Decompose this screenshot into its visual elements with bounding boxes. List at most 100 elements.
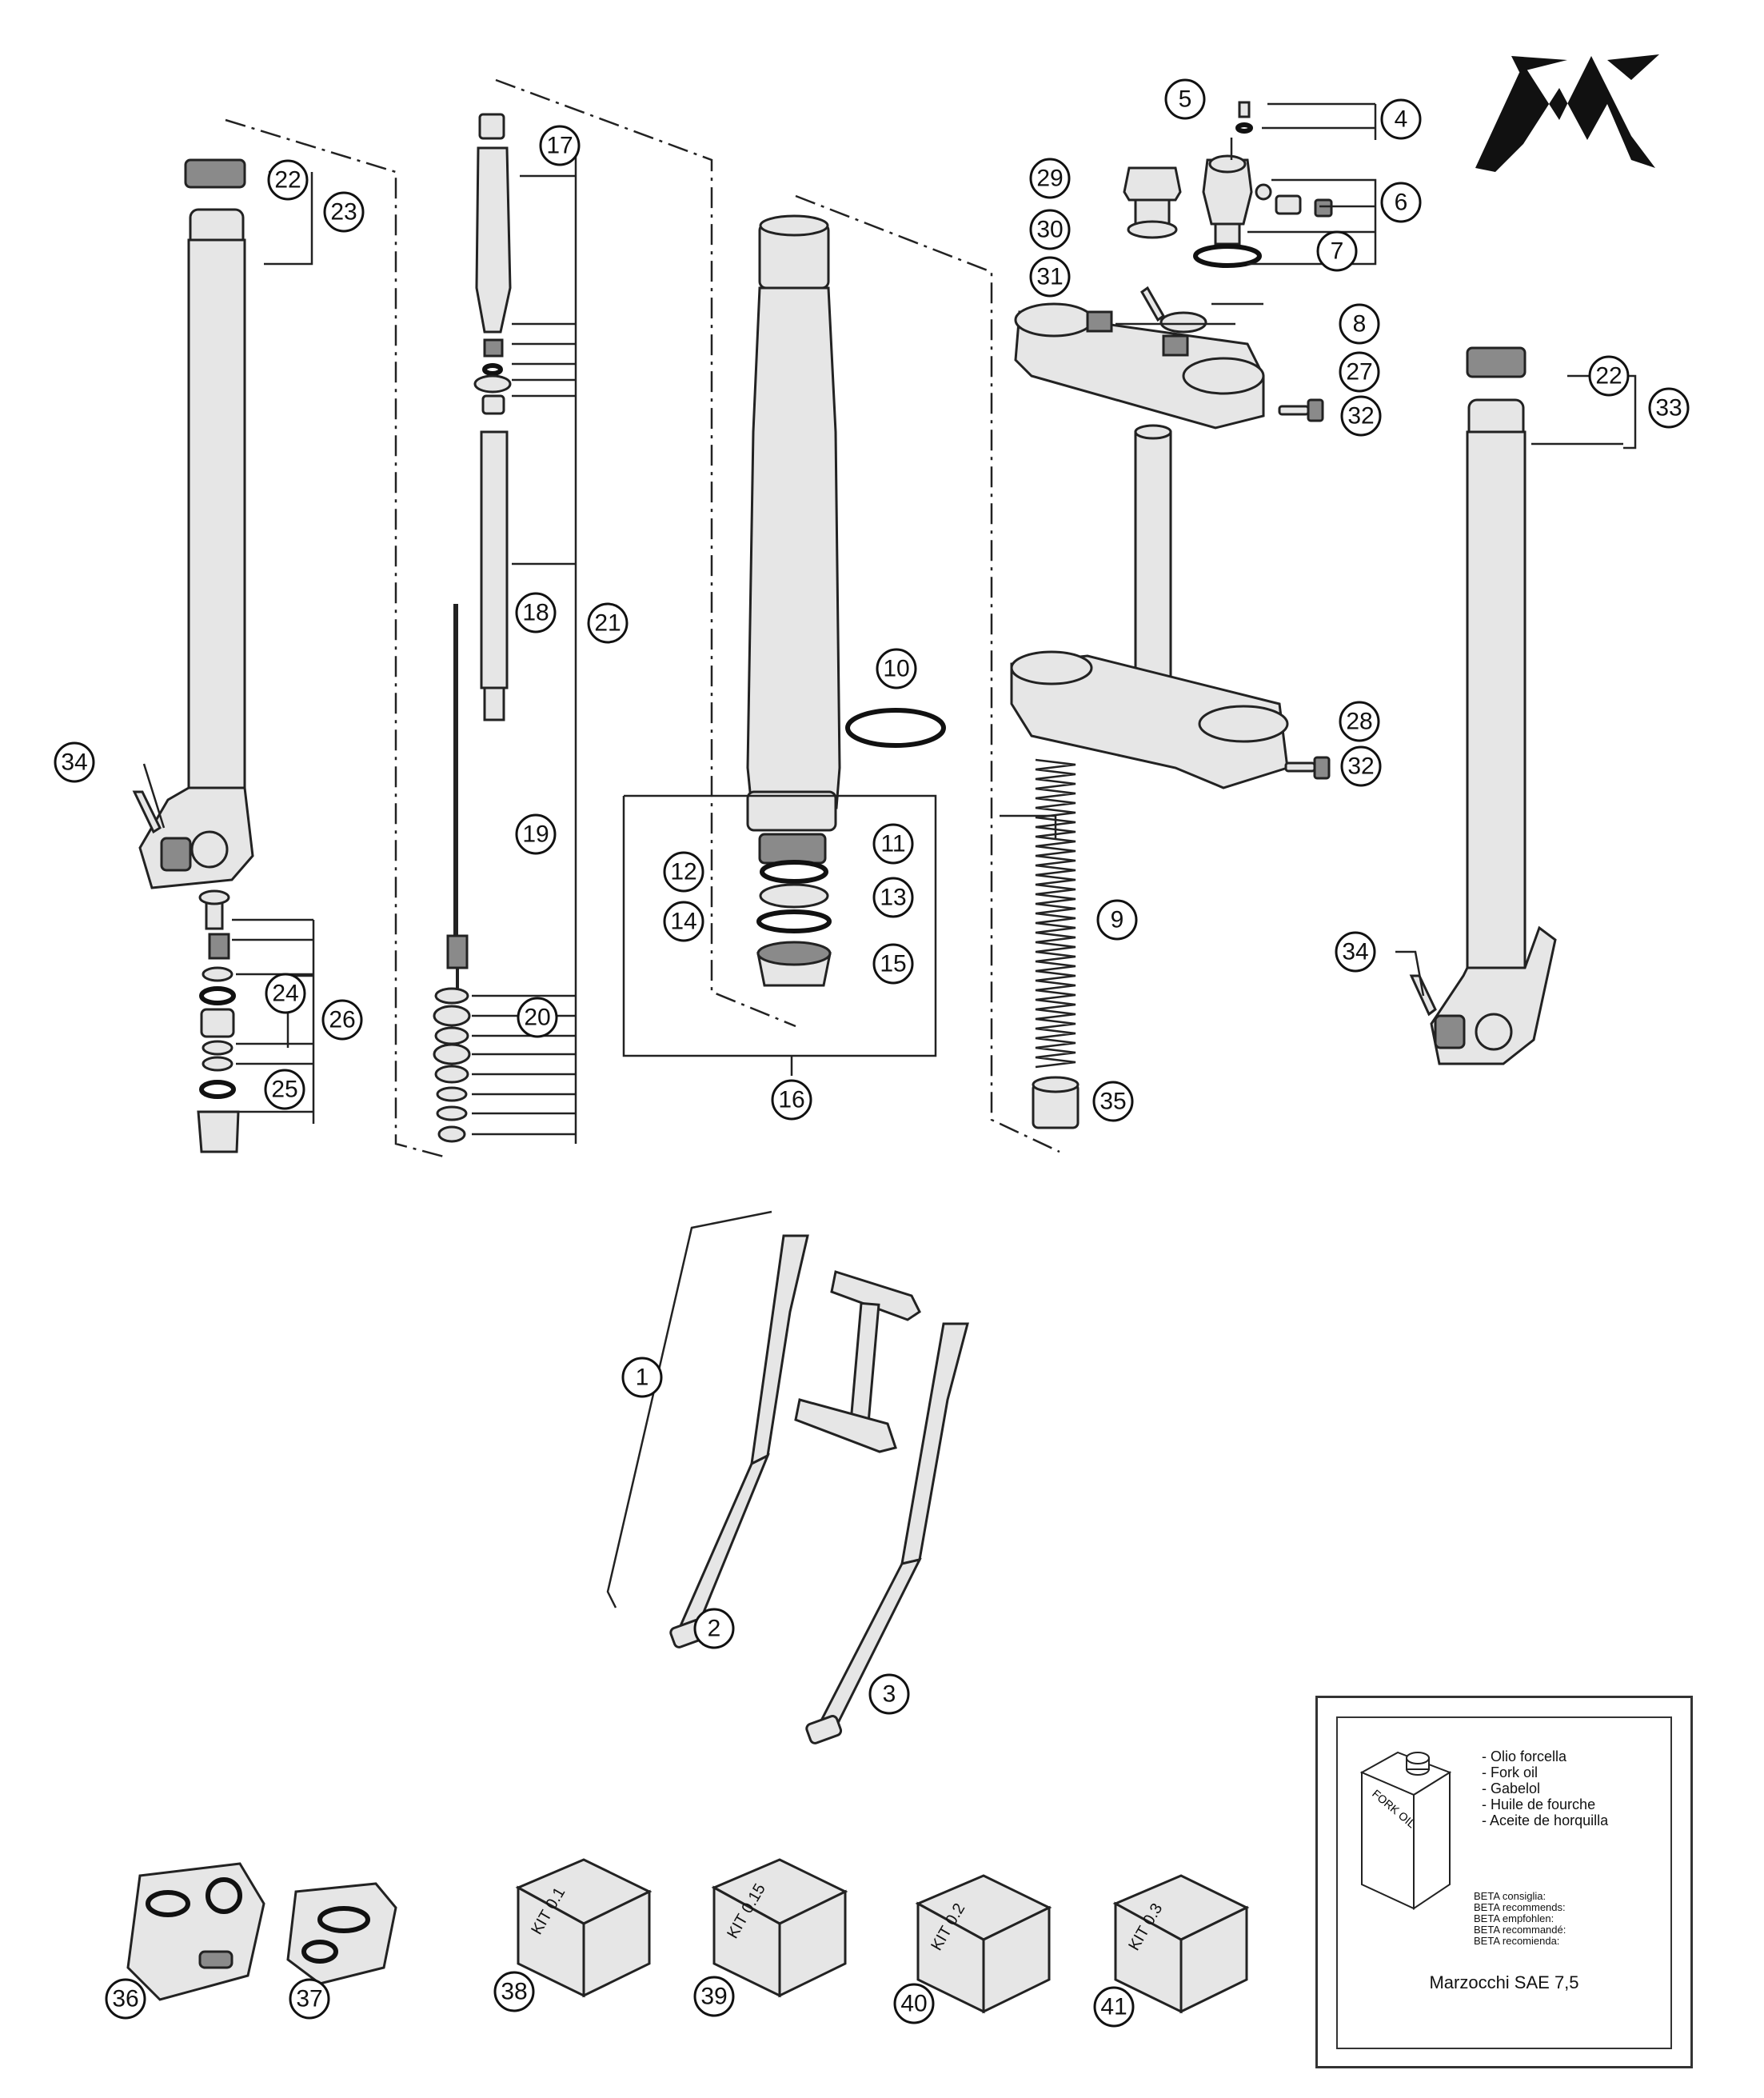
oil-recommendation: BETA recommandé: [1474,1924,1566,1936]
svg-text:28: 28 [1346,709,1372,735]
callout-12: 12 [663,851,704,893]
leader-lines [142,102,1637,1144]
callout-32: 32 [1340,395,1382,437]
callout-22: 22 [1588,355,1630,397]
oil-item: - Fork oil [1482,1764,1539,1780]
kit-boxes: KIT 0.1 KIT 0.15 KIT 0.2 KIT 0.3 [515,1858,1250,2014]
svg-text:23: 23 [330,199,357,226]
svg-text:36: 36 [112,1986,138,2012]
callout-3: 3 [868,1673,910,1715]
svg-text:27: 27 [1346,359,1372,386]
callout-21: 21 [587,602,629,644]
callout-32: 32 [1340,745,1382,787]
svg-text:4: 4 [1395,106,1408,133]
oil-recommendation: BETA recomienda: [1474,1935,1560,1947]
callout-labels: 1234567891011121314151617181920212223242… [54,78,1690,2028]
svg-text:26: 26 [329,1007,355,1033]
oil-can-icon: FORK OIL [1359,1751,1452,1910]
callout-7: 7 [1316,230,1358,272]
fork-oil-box: FORK OIL - Olio forcella - Fork oil - Ga… [1315,1696,1693,2068]
svg-text:41: 41 [1100,1994,1127,2020]
svg-text:11: 11 [880,831,905,857]
kit-box-41: KIT 0.3 [1112,1874,1250,2014]
callout-4: 4 [1380,98,1422,140]
callout-1: 1 [621,1357,663,1398]
svg-text:13: 13 [880,885,906,911]
callout-14: 14 [663,901,704,942]
svg-text:15: 15 [880,951,906,977]
callout-2: 2 [693,1608,735,1649]
kit-box-38: KIT 0.1 [515,1858,653,1998]
svg-text:32: 32 [1347,753,1374,780]
oil-item: - Gabelol [1482,1780,1541,1796]
fork-oil-inner-frame: FORK OIL - Olio forcella - Fork oil - Ga… [1336,1716,1672,2049]
callout-29: 29 [1029,158,1071,199]
callout-40: 40 [893,1983,935,2024]
svg-text:18: 18 [522,600,549,626]
svg-text:31: 31 [1036,264,1063,290]
callout-5: 5 [1164,78,1206,120]
complete-fork-view [606,1210,969,1744]
svg-text:32: 32 [1347,403,1374,430]
svg-text:10: 10 [883,656,909,682]
callout-10: 10 [876,648,917,689]
callout-30: 30 [1029,209,1071,250]
svg-text:9: 9 [1111,907,1124,933]
svg-text:22: 22 [1595,363,1622,390]
marzocchi-logo [1475,54,1659,172]
svg-text:25: 25 [271,1077,297,1103]
svg-text:6: 6 [1395,190,1408,216]
callout-26: 26 [321,999,363,1041]
svg-text:14: 14 [670,909,696,935]
callout-34: 34 [54,741,95,783]
seal-kits [126,1862,397,2001]
svg-text:38: 38 [501,1979,527,2005]
callout-28: 28 [1339,701,1380,742]
callout-36: 36 [105,1978,146,2020]
svg-text:34: 34 [1342,939,1368,965]
oil-spec: Marzocchi SAE 7,5 [1429,1972,1579,1992]
svg-text:30: 30 [1036,217,1063,243]
callout-41: 41 [1093,1986,1135,2028]
callout-24: 24 [265,973,306,1014]
cartridge-assembly [433,113,512,1143]
svg-text:39: 39 [700,1984,727,2010]
callout-34: 34 [1335,931,1376,973]
svg-text:33: 33 [1655,395,1682,422]
callout-35: 35 [1092,1081,1134,1122]
svg-text:22: 22 [274,167,301,194]
svg-text:17: 17 [546,133,573,159]
callout-37: 37 [289,1978,330,2020]
svg-text:34: 34 [61,749,87,776]
callout-23: 23 [323,191,365,233]
kit-box-39: KIT 0.15 [711,1858,848,1998]
callout-31: 31 [1029,256,1071,298]
svg-text:3: 3 [883,1681,896,1708]
oil-recommendation-list: BETA consiglia: BETA recommends: BETA em… [1474,1891,1566,1947]
svg-text:12: 12 [670,859,696,885]
svg-text:35: 35 [1100,1089,1126,1115]
fork-spring [1032,756,1080,1129]
svg-text:37: 37 [296,1986,322,2012]
oil-description-list: - Olio forcella - Fork oil - Gabelol - H… [1482,1748,1608,1828]
callout-9: 9 [1096,899,1138,941]
svg-text:40: 40 [900,1991,927,2017]
oil-recommendation: BETA consiglia: [1474,1890,1546,1902]
callout-15: 15 [872,943,914,985]
svg-text:19: 19 [522,821,549,848]
callout-8: 8 [1339,303,1380,345]
svg-text:29: 29 [1036,166,1063,192]
callout-6: 6 [1380,182,1422,223]
callout-33: 33 [1648,387,1690,429]
callout-13: 13 [872,877,914,918]
callout-20: 20 [517,997,558,1038]
kit-box-40: KIT 0.2 [915,1874,1052,2014]
svg-text:16: 16 [778,1087,804,1113]
triple-clamp-assembly [1010,101,1333,789]
callout-39: 39 [693,1976,735,2017]
svg-text:24: 24 [272,981,298,1007]
svg-text:7: 7 [1331,238,1344,265]
callout-16: 16 [771,1079,812,1121]
svg-text:1: 1 [636,1365,649,1391]
